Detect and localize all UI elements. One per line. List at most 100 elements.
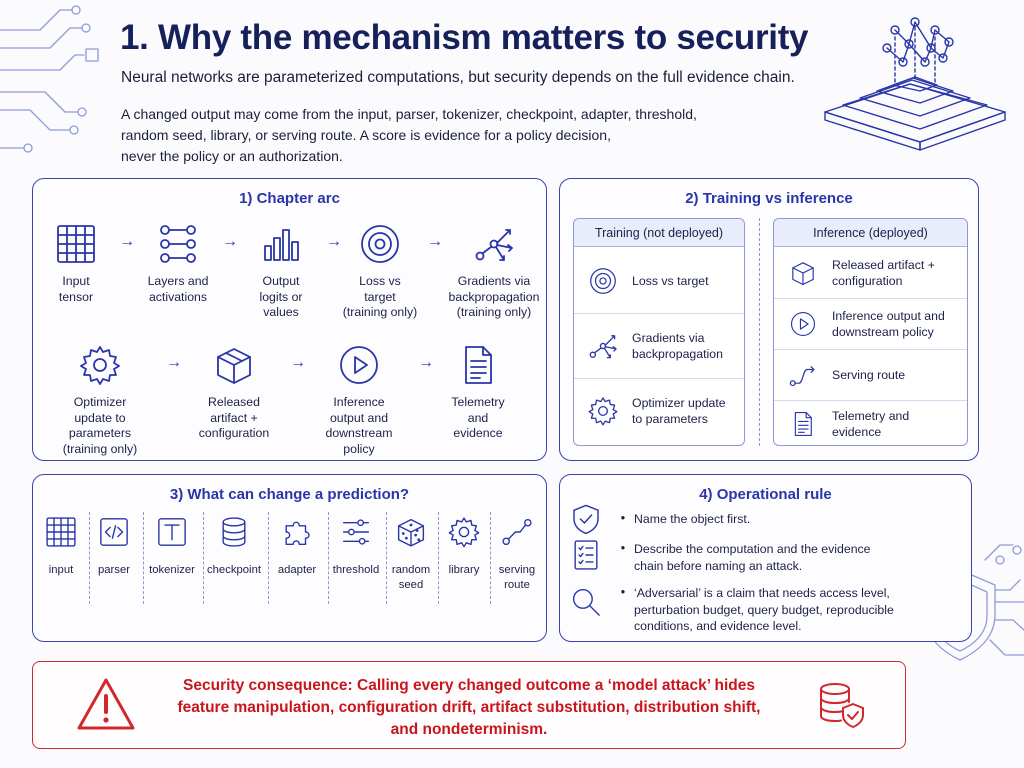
training-inference-divider — [759, 218, 760, 446]
training-subpanel: Training (not deployed) Loss vs target G… — [573, 218, 745, 446]
chapter-arc-title: 1) Chapter arc — [239, 190, 340, 207]
arc-label: update to — [74, 410, 126, 425]
route-icon — [502, 518, 532, 546]
play-icon — [790, 311, 816, 337]
change-label: parser — [97, 564, 131, 576]
change-label: random — [391, 564, 431, 576]
branch-arrows-icon — [589, 335, 617, 359]
bullet: • — [620, 585, 626, 599]
route-icon — [789, 366, 815, 387]
intro-line-2: random seed, library, or serving route. … — [121, 127, 611, 143]
page-title: 1. Why the mechanism matters to security — [120, 18, 809, 57]
divider — [774, 298, 967, 299]
arc-label: configuration — [198, 426, 270, 440]
model-stack-illustration-icon — [824, 17, 1006, 151]
arc-label: Telemetry — [451, 395, 505, 409]
training-row-text: to parameters — [632, 412, 708, 426]
change-label: library — [448, 564, 480, 576]
what-can-change-panel: 3) What can change a prediction? — [32, 474, 547, 642]
consequence-line-1: Security consequence: Calling every chan… — [183, 677, 755, 694]
inference-row-text: downstream policy — [832, 325, 934, 339]
arc-label: target — [364, 289, 396, 304]
change-item-library: library — [441, 515, 487, 578]
gear-icon — [448, 517, 480, 548]
arc-label: downstream — [325, 426, 393, 440]
training-row: Loss vs target — [574, 249, 744, 313]
change-label: adapter — [277, 564, 317, 576]
flow-arrow: → — [166, 354, 182, 371]
inference-row-text: Released artifact + — [832, 258, 935, 272]
play-icon — [340, 346, 378, 384]
gear-icon — [588, 397, 618, 426]
flow-arrow: → — [119, 233, 135, 250]
document-icon — [465, 346, 492, 384]
what-can-change-title: 3) What can change a prediction? — [169, 486, 410, 503]
text-t-icon — [158, 518, 186, 546]
flow-arrow: → — [290, 354, 306, 371]
arc-label: Input — [62, 274, 90, 288]
arc-label: and — [467, 410, 489, 425]
training-row-text: Loss vs target — [632, 274, 709, 288]
arc-label: output and — [329, 410, 389, 425]
training-row-text: Gradients via — [632, 331, 705, 345]
warning-icon — [77, 678, 135, 730]
rule-item: • Name the object first. — [568, 503, 750, 535]
rule-item: • ‘Adversarial’ is a claim that needs ac… — [568, 585, 894, 635]
inference-header: Inference (deployed) — [774, 219, 967, 247]
layers-icon — [160, 225, 196, 263]
training-row-text: backpropagation — [632, 347, 723, 361]
divider — [89, 512, 90, 604]
consequence-line-2: feature manipulation, configuration drif… — [177, 699, 761, 716]
arc-label: Optimizer — [73, 395, 127, 409]
flow-arrow: → — [222, 233, 238, 250]
target-icon — [361, 225, 399, 263]
arc-label: Layers and — [147, 274, 209, 288]
grid-icon — [57, 225, 95, 263]
flow-arrow: → — [326, 233, 342, 250]
arc-label: tensor — [58, 289, 94, 304]
database-shield-icon — [820, 683, 864, 728]
arc-label: backpropagation — [448, 289, 540, 304]
arc-label: evidence — [453, 426, 503, 440]
circuit-decoration-left-icon — [0, 5, 99, 153]
operational-rule-title: 4) Operational rule — [699, 486, 832, 503]
divider — [268, 512, 269, 604]
flow-arrow: → — [418, 354, 434, 371]
rule-text: chain before naming an attack. — [634, 558, 803, 573]
change-item-tokenizer: tokenizer — [146, 515, 198, 578]
change-label: serving — [498, 564, 536, 576]
inference-row-text: Telemetry and — [832, 409, 910, 423]
inference-row-text: Serving route — [832, 368, 906, 382]
box-icon — [792, 262, 814, 286]
inference-subpanel: Inference (deployed) Released artifact +… — [773, 218, 968, 446]
branch-arrows-icon — [475, 229, 513, 261]
arc-label: Loss vs — [359, 274, 401, 288]
divider — [490, 512, 491, 604]
rule-text: perturbation budget, query budget, repro… — [634, 602, 894, 617]
change-item-parser: parser — [93, 515, 135, 578]
inference-row: Serving route — [774, 350, 967, 400]
arc-label: artifact + — [210, 410, 258, 425]
training-vs-inference-title: 2) Training vs inference — [685, 190, 853, 207]
bullet: • — [620, 541, 626, 555]
rule-item: • Describe the computation and the evide… — [568, 538, 871, 574]
arc-label: Released — [208, 395, 260, 409]
change-label: checkpoint — [206, 564, 261, 576]
magnifier-icon — [572, 588, 600, 616]
divider — [574, 313, 744, 314]
divider — [328, 512, 329, 604]
rule-text: Describe the computation and the evidenc… — [634, 542, 871, 556]
inference-row: Released artifact + configuration — [774, 248, 967, 298]
inference-row-text: configuration — [832, 274, 903, 288]
rule-text: ‘Adversarial’ is a claim that needs acce… — [634, 586, 890, 600]
bullet: • — [620, 511, 626, 525]
security-consequence-box: Security consequence: Calling every chan… — [32, 661, 906, 749]
gear-icon — [80, 346, 120, 385]
operational-rule-panel: 4) Operational rule — [559, 474, 972, 642]
